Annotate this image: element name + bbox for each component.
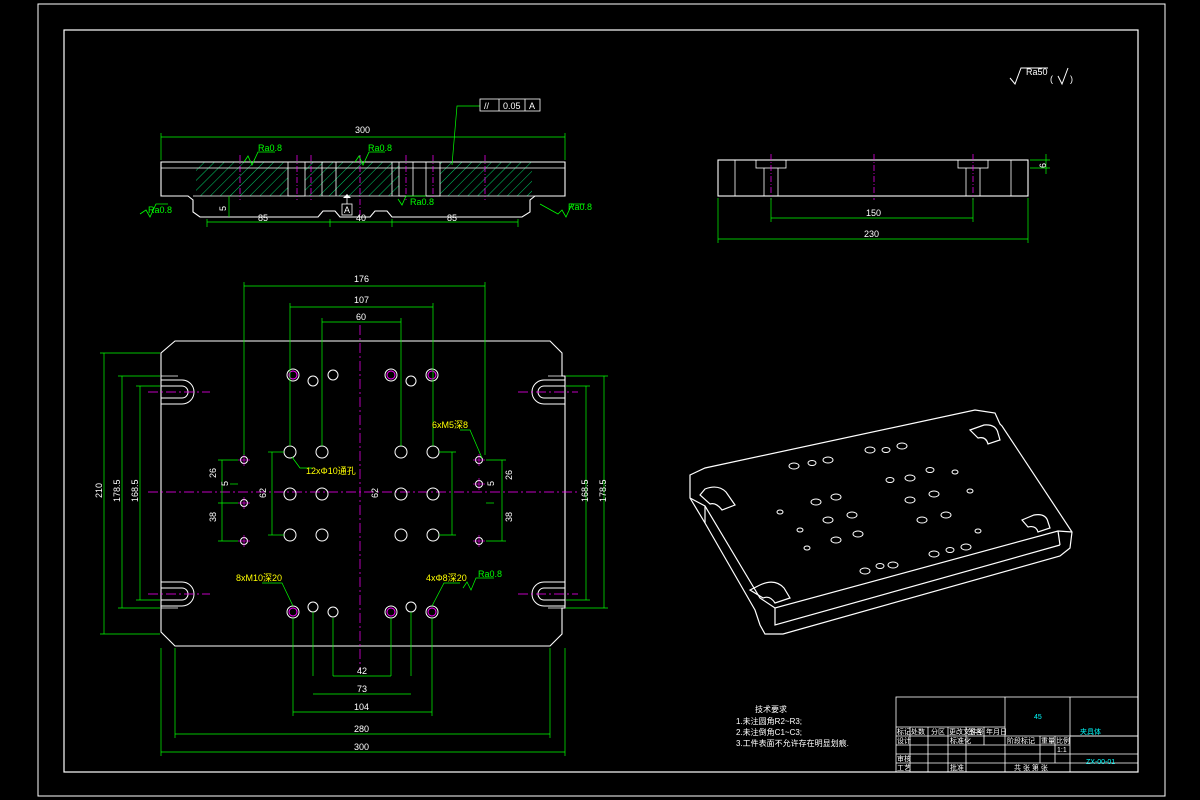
dim-73: 73 xyxy=(357,684,367,694)
tb-sheets: 共 张 第 张 xyxy=(1014,763,1048,772)
callout-roughness: Ra0.8 xyxy=(478,569,502,579)
title-block: 45 夹具体 ZX-00-01 标记 处数 分区 更改文件号 签名 年月日 设计… xyxy=(895,696,1139,773)
section-dim-center: 40 xyxy=(356,213,366,223)
dim-60: 60 xyxy=(356,312,366,322)
tb-h-design: 设计 xyxy=(897,736,911,745)
tb-h-check: 审核 xyxy=(897,754,911,763)
tb-scale-val: 1:1 xyxy=(1057,747,1067,754)
section-dim-depth: 5 xyxy=(218,206,228,211)
tb-h-count: 处数 xyxy=(911,727,925,736)
dim-5-right: 5 xyxy=(486,481,496,486)
side-dim-inner: 150 xyxy=(866,208,881,218)
dim-178-left: 178.5 xyxy=(112,479,122,502)
roughness-tag-2: Ra0.8 xyxy=(410,197,434,207)
roughness-tag-4: Ra0.8 xyxy=(568,202,592,212)
dim-168-right: 168.5 xyxy=(580,479,590,502)
tb-stage-mark: 阶段标记 xyxy=(1007,736,1035,745)
dim-280: 280 xyxy=(354,724,369,734)
section-dim-overall: 300 xyxy=(355,125,370,135)
isometric-view xyxy=(689,409,1073,635)
notes-line-1: 1.未注圆角R2~R3; xyxy=(736,716,802,726)
tb-weight: 重量 xyxy=(1041,737,1055,745)
tb-h-doc: 更改文件号 xyxy=(949,727,984,736)
dim-168-left: 168.5 xyxy=(130,479,140,502)
dim-5-left: 5 xyxy=(220,481,230,486)
roughness-note: Ra50 ( ) xyxy=(1009,67,1073,86)
section-datum: A xyxy=(344,205,350,215)
callout-8xM10: 8xM10深20 xyxy=(236,573,282,583)
tb-material: 45 xyxy=(1034,714,1042,721)
dim-62-left: 62 xyxy=(258,488,268,498)
roughness-tag-1: Ra0.8 xyxy=(258,143,282,153)
section-hatch-right xyxy=(440,162,532,196)
dim-42: 42 xyxy=(357,666,367,676)
tolerance-value: 0.05 xyxy=(503,101,521,111)
callout-12x10: 12xΦ10通孔 xyxy=(306,466,356,476)
callout-6xM5: 6xM5深8 xyxy=(432,420,468,430)
dim-38-left: 38 xyxy=(208,512,218,522)
tb-scale: 比例 xyxy=(1056,736,1070,745)
dim-104: 104 xyxy=(354,702,369,712)
side-view: 150 230 6 xyxy=(717,154,1050,243)
callout-4x8: 4xΦ8深20 xyxy=(426,573,467,583)
tolerance-datum: A xyxy=(529,101,535,111)
section-hatch-left xyxy=(196,162,288,196)
dim-107: 107 xyxy=(354,295,369,305)
tolerance-symbol: // xyxy=(484,101,490,111)
technical-notes: 技术要求 1.未注圆角R2~R3; 2.未注倒角C1~C3; 3.工件表面不允许… xyxy=(736,704,849,748)
dim-178-right: 178.5 xyxy=(598,479,608,502)
inner-border xyxy=(63,29,1139,773)
plate-outline xyxy=(160,340,566,647)
tb-h-sign: 签名 xyxy=(968,727,982,736)
dim-176: 176 xyxy=(354,274,369,284)
tb-h-process: 工艺 xyxy=(897,764,911,772)
notes-title: 技术要求 xyxy=(755,704,787,714)
dim-300: 300 xyxy=(354,742,369,752)
dim-210: 210 xyxy=(94,483,104,498)
tb-drawing-no: ZX-00-01 xyxy=(1086,759,1115,766)
roughness-paren-open: ( xyxy=(1050,74,1053,84)
dim-26-left: 26 xyxy=(208,468,218,478)
plan-view: 176 107 60 42 73 104 280 300 210 178.5 1… xyxy=(94,274,608,756)
roughness-paren-close: ) xyxy=(1070,74,1073,84)
dim-62-right: 62 xyxy=(370,488,380,498)
tb-h-date: 年月日 xyxy=(986,727,1007,736)
tb-h-zone: 分区 xyxy=(931,727,945,736)
outer-border xyxy=(37,3,1166,797)
tb-part-name: 夹具体 xyxy=(1080,727,1101,736)
tb-h-std: 标准化 xyxy=(950,736,971,745)
dim-26-right: 26 xyxy=(504,470,514,480)
tb-h-approve: 批准 xyxy=(950,763,964,772)
roughness-main: Ra50 xyxy=(1026,67,1048,77)
section-dim-right: 85 xyxy=(447,213,457,223)
dim-38-right: 38 xyxy=(504,512,514,522)
notes-line-3: 3.工件表面不允许存在明显划痕. xyxy=(736,738,849,748)
roughness-tag-3: Ra0.8 xyxy=(148,205,172,215)
section-outline xyxy=(160,161,566,218)
tb-h-mark: 标记 xyxy=(897,727,911,736)
section-hatch-mid xyxy=(305,162,399,196)
side-dim-overall: 230 xyxy=(864,229,879,239)
notes-line-2: 2.未注倒角C1~C3; xyxy=(736,727,802,737)
section-dim-left: 85 xyxy=(258,213,268,223)
section-view: 300 85 40 85 5 A // 0.05 A Ra0.8 Ra0.8 R… xyxy=(139,98,592,227)
side-dim-height: 6 xyxy=(1038,163,1048,168)
roughness-tag-5: Ra0.8 xyxy=(368,143,392,153)
